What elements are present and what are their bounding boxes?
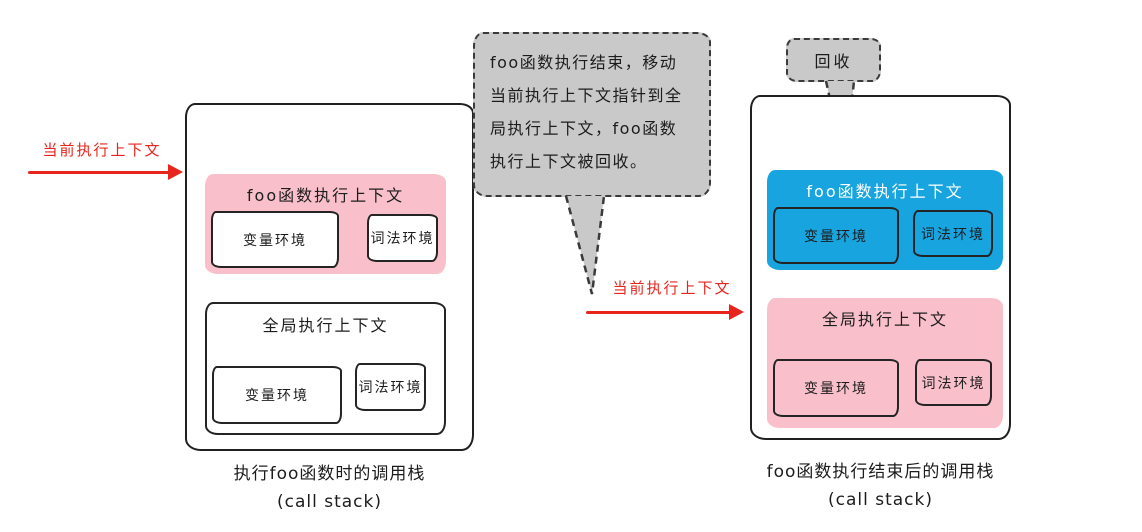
left-caption-line2: (call stack) xyxy=(276,492,382,512)
left-caption: 执行foo函数时的调用栈 (call stack) xyxy=(185,460,474,516)
right-foo-variable-env-box: 变量环境 xyxy=(773,207,899,264)
right-global-context-box: 全局执行上下文 变量环境 词法环境 xyxy=(767,298,1003,428)
right-global-lexical-env-box: 词法环境 xyxy=(915,359,992,406)
left-global-variable-env-box: 变量环境 xyxy=(212,366,342,424)
left-global-context-box: 全局执行上下文 变量环境 词法环境 xyxy=(205,302,446,435)
speech-bubble: foo函数执行结束，移动当前执行上下文指针到全局执行上下文，foo函数执行上下文… xyxy=(473,32,711,197)
left-caption-line1: 执行foo函数时的调用栈 xyxy=(233,464,426,484)
right-caption-line1: foo函数执行结束后的调用栈 xyxy=(766,462,995,482)
right-call-stack-box: foo函数执行上下文 变量环境 词法环境 全局执行上下文 变量环境 词法环境 xyxy=(750,95,1011,440)
right-global-context-title: 全局执行上下文 xyxy=(821,310,948,329)
left-arrow-head-icon xyxy=(168,164,183,180)
speech-bubble-text: foo函数执行结束，移动当前执行上下文指针到全局执行上下文，foo函数执行上下文… xyxy=(490,53,683,171)
right-caption: foo函数执行结束后的调用栈 (call stack) xyxy=(742,458,1019,514)
left-foo-variable-env-box: 变量环境 xyxy=(211,211,339,268)
recycle-tag: 回收 xyxy=(786,38,881,82)
middle-arrow-head-icon xyxy=(729,304,744,320)
left-foo-context-title: foo函数执行上下文 xyxy=(246,186,405,205)
middle-current-context-arrow-line xyxy=(586,311,731,314)
recycle-tag-label: 回收 xyxy=(814,52,853,71)
left-foo-context-box: foo函数执行上下文 变量环境 词法环境 xyxy=(205,174,446,274)
left-call-stack-box: foo函数执行上下文 变量环境 词法环境 全局执行上下文 变量环境 词法环境 xyxy=(185,103,474,451)
middle-current-context-label: 当前执行上下文 xyxy=(612,279,732,297)
right-global-variable-env-box: 变量环境 xyxy=(773,359,899,417)
right-foo-lexical-env-box: 词法环境 xyxy=(913,210,993,257)
left-global-context-title: 全局执行上下文 xyxy=(262,316,389,335)
speech-bubble-tail-icon xyxy=(564,195,606,295)
left-global-lexical-env-box: 词法环境 xyxy=(355,363,426,411)
right-foo-context-box: foo函数执行上下文 变量环境 词法环境 xyxy=(767,170,1003,270)
right-foo-context-title: foo函数执行上下文 xyxy=(806,182,964,201)
left-current-context-arrow-line xyxy=(28,171,170,174)
left-current-context-label: 当前执行上下文 xyxy=(42,141,162,159)
right-caption-line2: (call stack) xyxy=(827,490,933,510)
left-foo-lexical-env-box: 词法环境 xyxy=(367,214,438,262)
